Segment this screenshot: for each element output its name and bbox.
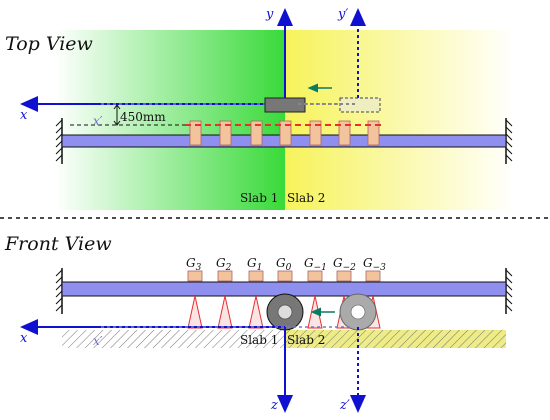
gauge-label-g1: G1 — [247, 256, 262, 273]
gauge-top-gm2 — [338, 120, 351, 146]
gauge-labels: G3 G2 G1 G0 G−1 G−2 G−3 — [186, 256, 386, 273]
x-axis-front-label: x — [20, 331, 28, 346]
x-prime-axis-front-label: x′ — [93, 334, 103, 348]
z-axis-front-label: z — [270, 398, 278, 413]
gauges-front — [187, 270, 381, 282]
slab-2-label-front: Slab 2 — [287, 333, 325, 347]
slab-2-region — [285, 30, 515, 210]
x-axis-top-label: x — [20, 108, 28, 123]
slab-1-label-top: Slab 1 — [240, 191, 278, 205]
wheel-current-hub — [277, 304, 293, 320]
slab-1-label-front: Slab 1 — [240, 333, 278, 347]
y-prime-axis-top-label: y′ — [337, 7, 348, 22]
gauge-label-gm3: G−3 — [363, 256, 386, 273]
right-wall-front — [505, 268, 513, 314]
ground-slab-1 — [62, 330, 285, 348]
gauge-label-g0: G0 — [276, 256, 292, 273]
gauge-label-gm1: G−1 — [304, 256, 327, 273]
slab-2-label-top: Slab 2 — [287, 191, 325, 205]
x-prime-axis-top-label: x′ — [93, 114, 103, 128]
top-view-title: Top View — [5, 33, 93, 55]
z-prime-axis-front-label: z′ — [339, 398, 350, 413]
front-view: Front View G3 G2 G1 G0 G−1 G−2 G−3 — [4, 233, 513, 413]
ground-slab-2-hatch — [285, 330, 506, 348]
gauge-top-g2 — [219, 120, 232, 146]
gauge-top-g3 — [189, 120, 202, 146]
gauges-top — [189, 120, 380, 146]
left-wall-front — [55, 268, 63, 314]
gauge-top-gm3 — [367, 120, 380, 146]
slab-1-region — [55, 30, 285, 210]
gauge-label-gm2: G−2 — [333, 256, 356, 273]
offset-dimension-arrows — [113, 104, 121, 126]
gauge-top-gm1 — [309, 120, 322, 146]
gauge-top-g1 — [250, 120, 263, 146]
front-view-title: Front View — [4, 233, 112, 255]
y-axis-top-label: y — [265, 7, 274, 22]
offset-label: 450mm — [120, 110, 166, 124]
gauge-top-g0 — [279, 120, 292, 146]
gauge-label-g2: G2 — [216, 256, 232, 273]
top-view: Top View x x′ — [5, 7, 515, 210]
wheel-ghost-hub — [350, 304, 366, 320]
gauge-label-g3: G3 — [186, 256, 202, 273]
